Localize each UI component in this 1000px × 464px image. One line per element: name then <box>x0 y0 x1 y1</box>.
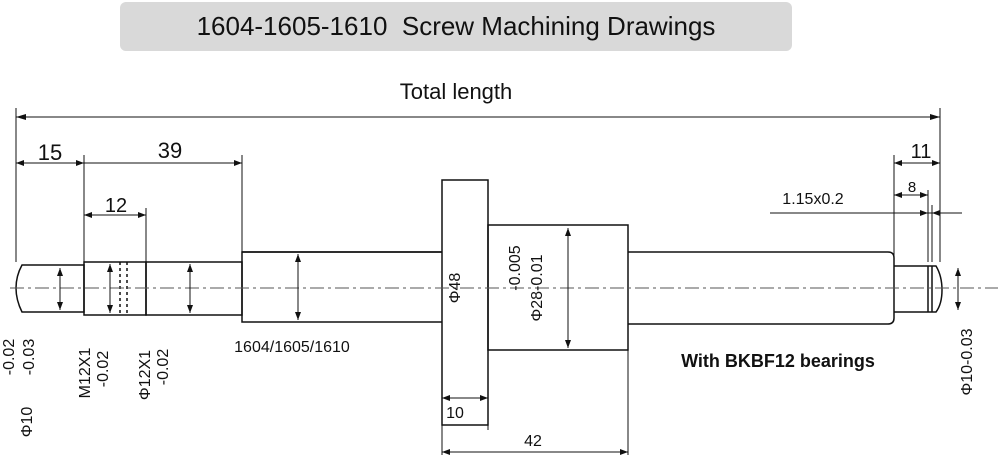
title-banner: 1604-1605-1610 Screw Machining Drawings <box>120 2 792 51</box>
phi10-left-tol2-label: -0.03 <box>21 339 38 376</box>
arrowhead <box>442 395 450 401</box>
total-length-label: Total length <box>400 79 513 104</box>
arrowhead <box>920 210 928 216</box>
arrowhead <box>234 160 242 166</box>
phi10-right-label: Φ10-0.03 <box>959 328 976 395</box>
arrowhead <box>620 449 628 455</box>
phi48-label: Φ48 <box>447 273 464 304</box>
right-journal <box>894 265 943 313</box>
arrowhead <box>565 228 571 236</box>
arrowhead <box>57 268 63 276</box>
drawing-title: 1604-1605-1610 Screw Machining Drawings <box>196 11 716 41</box>
bearings-label: With BKBF12 bearings <box>681 351 875 371</box>
dim-42-label: 42 <box>524 433 542 450</box>
arrowhead <box>894 192 902 198</box>
arrowhead <box>932 210 940 216</box>
arrowhead <box>295 312 301 320</box>
phi10-left-label: Φ10 <box>19 407 36 438</box>
arrowhead <box>480 395 488 401</box>
dim-11-label: 11 <box>911 141 932 163</box>
arrowhead <box>57 302 63 310</box>
arrowheads <box>16 114 961 455</box>
shaft-outline <box>15 179 943 426</box>
arrowhead <box>107 264 113 272</box>
groove-label: 1.15x0.2 <box>782 191 843 208</box>
arrowhead <box>16 114 26 120</box>
dim-12-label: 12 <box>105 195 127 217</box>
arrowhead <box>295 254 301 262</box>
models-label: 1604/1605/1610 <box>234 339 350 356</box>
screw-body-left <box>241 251 442 323</box>
arrowhead <box>955 302 961 310</box>
dim-39-label: 39 <box>158 138 182 163</box>
arrowhead <box>894 160 902 166</box>
arrowhead <box>932 160 940 166</box>
m12-tolerance-label: -0.02 <box>95 351 112 388</box>
arrowhead <box>84 212 92 218</box>
phi28-label: Φ28-0.01 <box>529 254 546 321</box>
dim-15-label: 15 <box>38 140 62 165</box>
arrowhead <box>565 340 571 348</box>
phi28-tolerance-label: -0.005 <box>507 245 524 290</box>
dim-8-label: 8 <box>908 179 916 196</box>
phi10-left-tol1-label: -0.02 <box>1 339 18 376</box>
phi12-tolerance-label: -0.02 <box>155 349 172 386</box>
arrowhead <box>16 160 24 166</box>
dimension-lines <box>16 116 962 453</box>
arrowhead <box>955 268 961 276</box>
left-journal <box>15 264 85 313</box>
arrowhead <box>187 305 193 313</box>
arrowhead <box>920 192 928 198</box>
arrowhead <box>138 212 146 218</box>
arrowhead <box>107 305 113 313</box>
phi12-label: Φ12X1 <box>137 350 154 400</box>
arrowhead <box>442 449 450 455</box>
arrowhead <box>76 160 84 166</box>
arrowhead <box>930 114 940 120</box>
arrowhead <box>187 264 193 272</box>
extension-lines <box>15 108 941 455</box>
m12-label: M12X1 <box>77 348 94 399</box>
dim-10-label: 10 <box>446 405 464 422</box>
